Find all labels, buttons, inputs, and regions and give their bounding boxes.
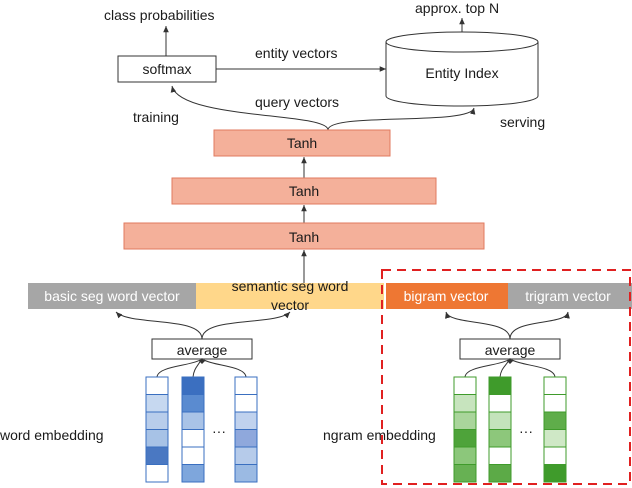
average-right-to-trigram-curve — [509, 311, 570, 340]
serving-label: serving — [500, 114, 545, 130]
semantic-seg-word-vector-label-line1: semantic seg word — [232, 278, 349, 294]
word-embedding-cell-1-5 — [181, 464, 205, 483]
word-embedding-connectors — [156, 358, 247, 378]
bigram-vector-label: bigram vector — [404, 288, 489, 304]
tanh-bottom-label: Tanh — [289, 229, 319, 245]
semantic-seg-word-vector-bar — [196, 283, 384, 309]
bigram-vector-bar — [386, 283, 508, 309]
word-embedding-label: word embedding — [0, 427, 104, 443]
word-embedding-cell-0-2 — [145, 411, 169, 430]
ngram-embedding-label: ngram embedding — [323, 427, 436, 443]
ngram-embedding-cell-2-2 — [543, 411, 567, 430]
word-embedding-cell-1-3 — [181, 429, 205, 448]
word-embedding-cell-0-1 — [145, 394, 169, 413]
ngram-embedding-cell-0-2 — [453, 411, 477, 430]
ngram-embedding-cell-1-0 — [488, 376, 512, 395]
word-embedding-cell-2-5 — [234, 464, 258, 483]
word-embedding-cell-2-0 — [234, 376, 258, 395]
ngram-embedding-cell-2-4 — [543, 446, 567, 465]
entity-index-cylinder — [385, 31, 539, 107]
trigram-vector-label: trigram vector — [525, 288, 611, 304]
trigram-vector-bar — [508, 283, 632, 309]
tanh-layer-top — [213, 129, 391, 157]
average-right-label: average — [485, 342, 536, 358]
ngram-embedding-cell-0-0 — [453, 376, 477, 395]
ngram-embedding-cell-1-3 — [488, 429, 512, 448]
entity-index-label: Entity Index — [425, 65, 498, 81]
semantic-seg-word-vector-label-line2: vector — [271, 297, 309, 313]
average-left-label: average — [177, 342, 228, 358]
ngram-embedding-cell-0-1 — [453, 394, 477, 413]
ngram-embedding-cell-1-2 — [488, 411, 512, 430]
ngram-region-dashed-border — [381, 269, 631, 485]
softmax-label: softmax — [142, 61, 191, 77]
word-embedding-cell-2-1 — [234, 394, 258, 413]
word-embedding-cell-2-2 — [234, 411, 258, 430]
average-right-to-bigram-curve — [445, 311, 511, 340]
ngram-embedding-connectors — [464, 358, 556, 378]
average-left-to-basic-curve — [115, 311, 203, 340]
tanh-top-label: Tanh — [287, 135, 317, 151]
word-embedding-cell-1-2 — [181, 411, 205, 430]
entity-vectors-label: entity vectors — [255, 45, 337, 61]
query-to-index-curve — [327, 107, 476, 131]
ngram-embedding-cell-0-5 — [453, 464, 477, 483]
word-embedding-cell-2-3 — [234, 429, 258, 448]
ngram-embedding-cell-0-3 — [453, 429, 477, 448]
ngram-embedding-cell-2-0 — [543, 376, 567, 395]
word-embedding-cell-0-3 — [145, 429, 169, 448]
ngram-embedding-cell-2-5 — [543, 464, 567, 483]
average-left-to-semantic-curve — [201, 311, 291, 340]
ngram-embedding-cell-1-4 — [488, 446, 512, 465]
ngram-embedding-cell-1-1 — [488, 394, 512, 413]
word-embedding-cell-1-1 — [181, 394, 205, 413]
word-embedding-cell-0-4 — [145, 446, 169, 465]
query-to-softmax-curve — [170, 85, 329, 131]
word-embedding-cell-1-4 — [181, 446, 205, 465]
class-probabilities-label: class probabilities — [104, 7, 215, 23]
basic-seg-word-vector-label: basic seg word vector — [44, 288, 180, 304]
tanh-middle-label: Tanh — [289, 183, 319, 199]
word-embedding-cell-1-0 — [181, 376, 205, 395]
approx-top-n-label: approx. top N — [415, 0, 499, 16]
query-vectors-label: query vectors — [255, 94, 339, 110]
word-embedding-cell-0-0 — [145, 376, 169, 395]
ngram-embedding-cell-2-1 — [543, 394, 567, 413]
ngram-embedding-cell-2-3 — [543, 429, 567, 448]
basic-seg-word-vector-bar — [28, 283, 196, 309]
ngram-embedding-columns — [453, 376, 567, 483]
word-embedding-columns — [145, 376, 258, 483]
word-embedding-cell-2-4 — [234, 446, 258, 465]
tanh-layer-middle — [171, 177, 437, 205]
training-label: training — [133, 109, 179, 125]
ngram-embedding-cell-0-4 — [453, 446, 477, 465]
ellipsis-right: ··· — [519, 423, 533, 439]
ngram-embedding-cell-1-5 — [488, 464, 512, 483]
tanh-layer-bottom — [123, 222, 485, 250]
ellipsis-left: ··· — [212, 423, 226, 439]
word-embedding-cell-0-5 — [145, 464, 169, 483]
